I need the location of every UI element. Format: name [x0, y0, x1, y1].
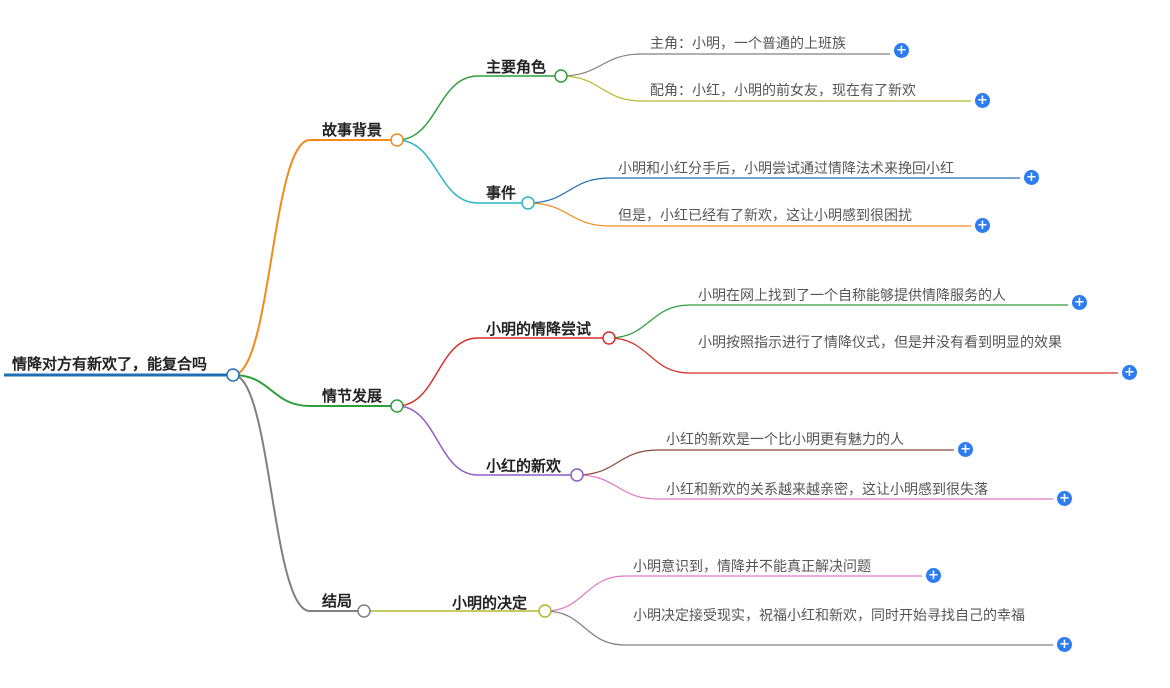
leaf-hong-has-new-love[interactable]: 但是，小红已经有了新欢，这让小明感到很困扰 — [618, 208, 912, 224]
subtopic-event[interactable]: 事件 — [486, 184, 517, 202]
leaf-ritual-no-effect[interactable]: 小明按照指示进行了情降仪式，但是并没有看到明显的效果 — [698, 335, 1062, 351]
edge-s3-l5 — [608, 304, 691, 339]
expand-button-l2[interactable]: + — [975, 93, 990, 108]
edge-s3-l6 — [608, 337, 691, 374]
handle-root[interactable] — [226, 368, 240, 382]
handle-s1[interactable] — [554, 69, 568, 83]
subtopic-ming-attempt[interactable]: 小明的情降尝试 — [486, 320, 592, 338]
edge-root-b2 — [232, 374, 311, 407]
edge-s5-l10 — [544, 610, 626, 646]
leaf-more-charming[interactable]: 小红的新欢是一个比小明更有魅力的人 — [666, 432, 904, 448]
edge-s1-l1 — [560, 53, 643, 77]
edge-s5-l9 — [544, 575, 626, 612]
subtopic-ming-decision[interactable]: 小明的决定 — [452, 594, 528, 612]
edge-b2-s3 — [396, 337, 479, 407]
subtopic-hong-new-love[interactable]: 小红的新欢 — [486, 457, 562, 475]
edge-b2-s4 — [396, 405, 479, 476]
edge-s1-l2 — [560, 75, 643, 102]
connector-lines — [4, 53, 1118, 646]
handle-s2[interactable] — [521, 196, 535, 210]
expand-button-l7[interactable]: + — [958, 442, 973, 457]
edge-root-b1 — [232, 139, 311, 376]
subtopic-main-characters[interactable]: 主要角色 — [486, 58, 547, 76]
leaf-accept-reality[interactable]: 小明决定接受现实，祝福小红和新欢，同时开始寻找自己的幸福 — [633, 608, 1025, 624]
expand-button-l6[interactable]: + — [1122, 365, 1137, 380]
leaf-closer-relationship[interactable]: 小红和新欢的关系越来越亲密，这让小明感到很失落 — [666, 482, 988, 498]
handle-b2[interactable] — [390, 399, 404, 413]
expand-button-l8[interactable]: + — [1057, 491, 1072, 506]
expand-button-l1[interactable]: + — [894, 43, 909, 58]
edge-root-b3 — [232, 374, 311, 612]
handle-s5[interactable] — [538, 604, 552, 618]
expand-button-l3[interactable]: + — [1024, 170, 1039, 185]
leaf-found-service[interactable]: 小明在网上找到了一个自称能够提供情降服务的人 — [698, 288, 1006, 304]
handle-b3[interactable] — [357, 604, 371, 618]
expand-button-l4[interactable]: + — [975, 218, 990, 233]
expand-button-l9[interactable]: + — [926, 568, 941, 583]
edge-s4-l8 — [576, 474, 659, 500]
edge-s4-l7 — [576, 449, 659, 476]
leaf-protagonist[interactable]: 主角：小明，一个普通的上班族 — [650, 36, 846, 52]
leaf-breakup-attempt[interactable]: 小明和小红分手后，小明尝试通过情降法术来挽回小红 — [618, 161, 954, 177]
node-handles — [226, 69, 616, 618]
branch-story-background[interactable]: 故事背景 — [322, 121, 383, 139]
handle-s3[interactable] — [602, 331, 616, 345]
handle-b1[interactable] — [390, 133, 404, 147]
branch-plot-development[interactable]: 情节发展 — [322, 387, 383, 405]
edge-s2-l4 — [527, 202, 611, 227]
leaf-supporting-role[interactable]: 配角：小红，小明的前女友，现在有了新欢 — [650, 83, 916, 99]
edge-s2-l3 — [527, 177, 611, 204]
root-topic[interactable]: 情降对方有新欢了，能复合吗 — [12, 355, 208, 373]
expand-button-l10[interactable]: + — [1057, 637, 1072, 652]
expand-button-l5[interactable]: + — [1072, 295, 1087, 310]
branch-ending[interactable]: 结局 — [322, 592, 353, 610]
edge-b1-s2 — [396, 139, 479, 204]
handle-s4[interactable] — [570, 468, 584, 482]
leaf-realization[interactable]: 小明意识到，情降并不能真正解决问题 — [633, 559, 871, 575]
edge-b1-s1 — [396, 75, 479, 141]
